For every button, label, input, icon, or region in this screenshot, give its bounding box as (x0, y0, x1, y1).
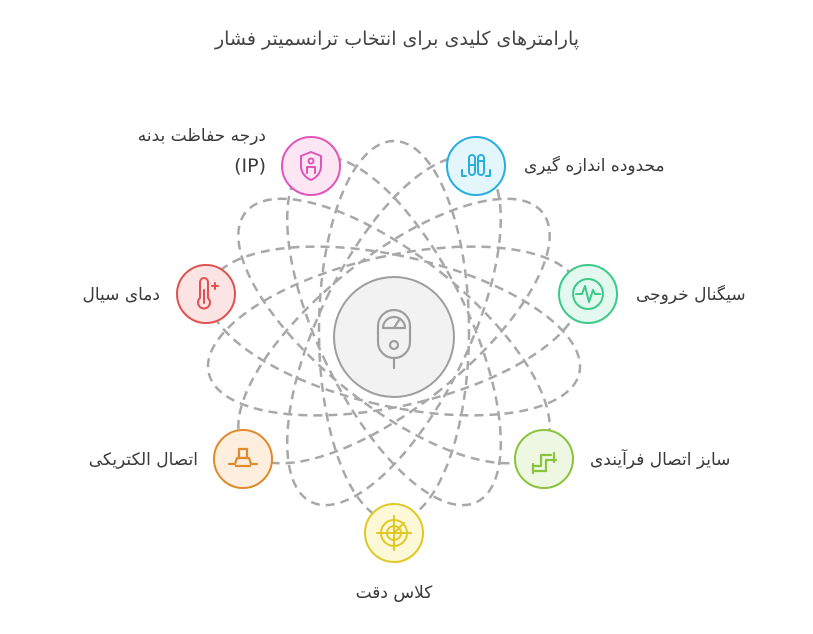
center-node (333, 276, 455, 398)
node-electrical (213, 429, 273, 489)
target-icon (376, 515, 412, 551)
label-ip-suffix: (IP) (234, 155, 266, 177)
node-output (558, 264, 618, 324)
label-range: محدوده اندازه گیری (524, 156, 665, 176)
node-temp (176, 264, 236, 324)
pressure-gauge-icon (376, 308, 412, 370)
label-output: سیگنال خروجی (636, 285, 746, 305)
node-ip (281, 136, 341, 196)
label-ip: درجه حفاظت بدنه (137, 126, 266, 146)
range-gauge-icon (461, 154, 491, 177)
label-electrical: اتصال الکتریکی (88, 450, 198, 470)
signal-wave-icon (572, 278, 604, 310)
pipe-fitting-icon (531, 451, 558, 475)
node-accuracy (364, 503, 424, 563)
node-process (514, 429, 574, 489)
thermometer-icon (197, 277, 219, 310)
connector-icon (227, 447, 259, 468)
label-accuracy: کلاس دقت (355, 583, 433, 603)
diagram-title: پارامترهای کلیدی برای انتخاب ترانسمیتر ف… (214, 28, 580, 50)
shield-person-icon (300, 151, 322, 181)
node-range (446, 136, 506, 196)
label-process: سایز اتصال فرآیندی (590, 450, 731, 470)
label-temp: دمای سیال (82, 285, 160, 305)
